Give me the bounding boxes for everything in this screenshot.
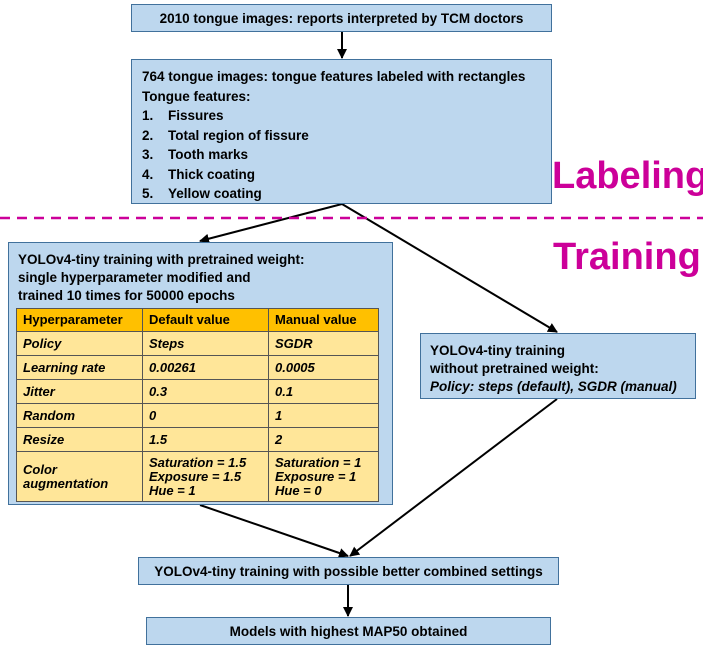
table-cell: 1.5	[142, 427, 269, 452]
table-cell: 0.3	[142, 379, 269, 404]
list-item: 3.Tooth marks	[142, 147, 249, 162]
table-row: Color augmentation Saturation = 1.5 Expo…	[16, 451, 379, 502]
table-header: Manual value	[268, 308, 379, 332]
box-combined-settings: YOLOv4-tiny training with possible bette…	[138, 557, 559, 585]
table-cell: 0	[142, 403, 269, 428]
table-cell: SGDR	[268, 331, 379, 356]
table-cell: Color augmentation	[16, 451, 143, 502]
table-row: Policy Steps SGDR	[16, 331, 379, 356]
table-cell: Learning rate	[16, 355, 143, 380]
table-cell: Jitter	[16, 379, 143, 404]
labeling-title: 764 tongue images: tongue features label…	[142, 69, 526, 84]
list-item: 5.Yellow coating	[142, 186, 262, 201]
pretrained-line: trained 10 times for 50000 epochs	[18, 288, 235, 303]
tongue-feature-list: 1.Fissures 2.Total region of fissure 3.T…	[142, 106, 551, 204]
section-label-labeling: Labeling	[552, 155, 703, 197]
table-cell: 1	[268, 403, 379, 428]
no-pretrained-line: YOLOv4-tiny training	[430, 343, 566, 358]
list-item: 1.Fissures	[142, 108, 224, 123]
table-cell: Saturation = 1.5 Exposure = 1.5 Hue = 1	[142, 451, 269, 502]
hyperparameter-table: Hyperparameter Default value Manual valu…	[16, 308, 379, 502]
table-row: Learning rate 0.00261 0.0005	[16, 355, 379, 380]
table-row: Resize 1.5 2	[16, 427, 379, 452]
arrow-labeling-to-no-pretrained	[341, 203, 558, 333]
table-cell: 0.1	[268, 379, 379, 404]
pretrained-line: YOLOv4-tiny training with pretrained wei…	[18, 252, 305, 267]
pretrained-line: single hyperparameter modified and	[18, 270, 251, 285]
policy-line: Policy: steps (default), SGDR (manual)	[430, 379, 677, 394]
table-cell: Saturation = 1 Exposure = 1 Hue = 0	[268, 451, 379, 502]
arrow-pretrained-to-combined	[199, 504, 349, 558]
table-cell: Steps	[142, 331, 269, 356]
table-header: Default value	[142, 308, 269, 332]
table-cell: 2	[268, 427, 379, 452]
table-header: Hyperparameter	[16, 308, 143, 332]
table-header-row: Hyperparameter Default value Manual valu…	[16, 308, 379, 332]
table-row: Jitter 0.3 0.1	[16, 379, 379, 404]
box-final-models: Models with highest MAP50 obtained	[146, 617, 551, 645]
table-cell: 0.0005	[268, 355, 379, 380]
table-row: Random 0 1	[16, 403, 379, 428]
box-tongue-images-reports: 2010 tongue images: reports interpreted …	[131, 4, 552, 32]
box-tongue-images-reports-text: 2010 tongue images: reports interpreted …	[159, 10, 524, 26]
section-label-training: Training	[553, 236, 701, 278]
list-item: 4.Thick coating	[142, 166, 256, 182]
arrow-no-pretrained-to-combined	[349, 398, 558, 557]
box-training-no-pretrained: YOLOv4-tiny training without pretrained …	[420, 333, 696, 399]
table-cell: Resize	[16, 427, 143, 452]
labeling-subtitle: Tongue features:	[142, 88, 251, 104]
final-models-text: Models with highest MAP50 obtained	[229, 623, 468, 639]
box-training-pretrained: YOLOv4-tiny training with pretrained wei…	[8, 242, 393, 505]
combined-settings-text: YOLOv4-tiny training with possible bette…	[154, 563, 543, 579]
box-labeling: 764 tongue images: tongue features label…	[131, 59, 552, 204]
table-cell: Random	[16, 403, 143, 428]
arrow-labeling-to-pretrained	[199, 203, 343, 244]
list-item: 2.Total region of fissure	[142, 127, 309, 143]
table-cell: 0.00261	[142, 355, 269, 380]
no-pretrained-line: without pretrained weight:	[430, 361, 599, 376]
table-cell: Policy	[16, 331, 143, 356]
